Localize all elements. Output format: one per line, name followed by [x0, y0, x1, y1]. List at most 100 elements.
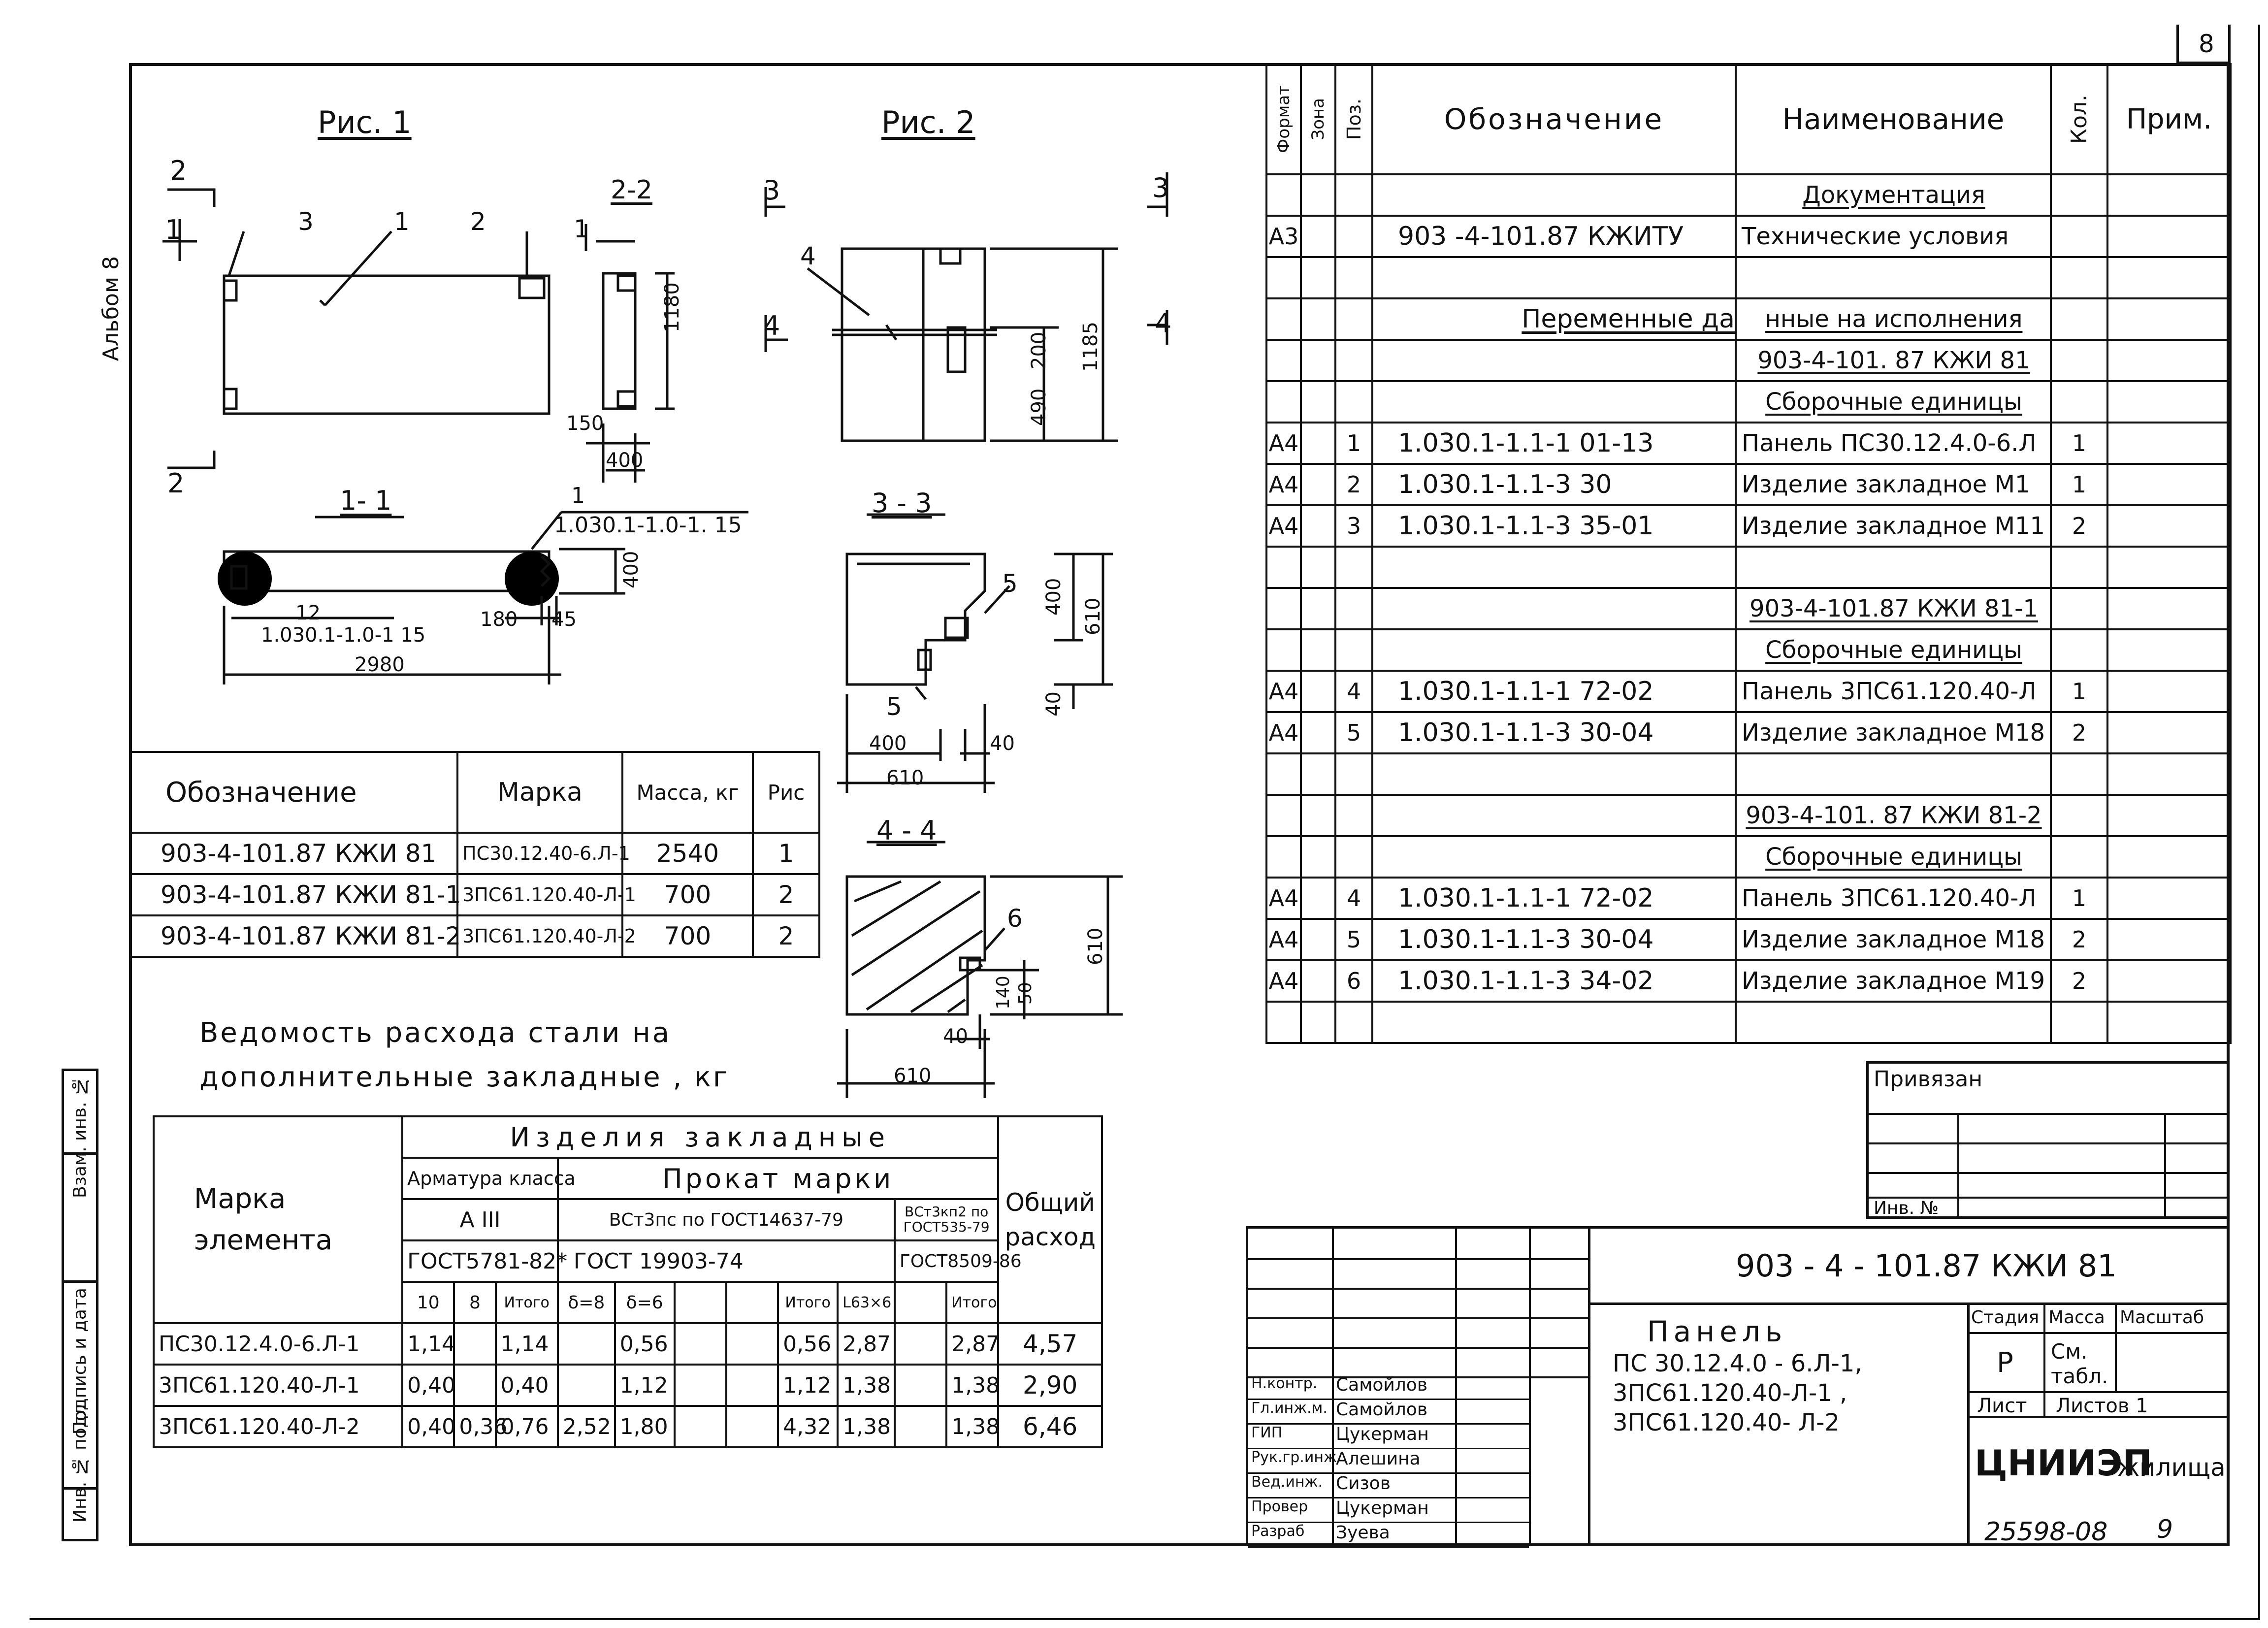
spec-cell-kol: 2	[2050, 711, 2108, 754]
title-stadiya: Р	[1997, 1347, 2013, 1379]
steel-cell: 1,12	[614, 1364, 676, 1407]
steel-h-itogo2: Итого	[777, 1281, 839, 1324]
signature-role: Провер	[1251, 1498, 1308, 1515]
spec-cell-format	[1265, 794, 1302, 837]
table-row: 3ПС61.120.40-Л-2 0,40 0,36 0,76 2,52 1,8…	[152, 1405, 1103, 1448]
spec-cell-format: А4	[1265, 422, 1302, 465]
spec-h-name: Наименование	[1735, 63, 2052, 175]
marks-table: Обозначение Марка Масса, кг Рис 903-4-10…	[129, 751, 820, 958]
privyazan-block: Привязан Инв. №	[1866, 1061, 2230, 1219]
fig2-dim-610: 610	[1082, 597, 1104, 635]
spec-cell-zone	[1300, 752, 1336, 796]
steel-h-empty	[893, 1281, 948, 1324]
fig1-section-11: 1- 1	[340, 485, 392, 516]
spec-cell-name: 903-4-101. 87 КЖИ 81	[1735, 339, 2052, 382]
spec-cell-pos: 4	[1334, 877, 1373, 920]
spec-cell-kol	[2050, 380, 2108, 423]
fig1-dim-1180: 1180	[661, 282, 683, 332]
spec-cell-pos	[1334, 587, 1373, 630]
table-row: 903-4-101. 87 КЖИ 81-2	[1265, 794, 2232, 837]
steel-cell: 2,52	[556, 1405, 616, 1448]
spec-cell-kol: 1	[2050, 422, 2108, 465]
fig2-dim-40: 40	[1042, 691, 1065, 716]
spec-cell-pos: 1	[1334, 422, 1373, 465]
fig2-dim-610b: 610	[886, 767, 924, 789]
steel-h-arm: Арматура класса	[401, 1157, 576, 1200]
fig1-title: Рис. 1	[318, 104, 412, 140]
spec-cell-prim	[2106, 1001, 2232, 1044]
signature-name: Самойлов	[1336, 1375, 1428, 1395]
spec-cell-oboz	[1371, 173, 1737, 217]
spec-cell-kol	[2050, 256, 2108, 299]
fig1-pos-2: 2	[470, 207, 486, 236]
steel-h-prokat: Прокат марки	[556, 1157, 1000, 1200]
signature-role: Разраб	[1251, 1523, 1305, 1540]
spec-cell-prim	[2106, 256, 2232, 299]
steel-h-a3: А III	[401, 1198, 559, 1241]
marks-h-ris: Рис	[752, 751, 820, 834]
spec-cell-kol: 1	[2050, 877, 2108, 920]
steel-cell	[673, 1364, 727, 1407]
spec-cell-pos	[1334, 339, 1373, 382]
steel-h-empty	[725, 1281, 779, 1324]
title-listov: Листов 1	[2056, 1395, 2148, 1417]
spec-cell-name: Технические условия	[1735, 215, 2052, 258]
table-row: 903-4-101.87 КЖИ 81 ПС30.12.40-6.Л-1 254…	[129, 832, 820, 875]
steel-h-itogo3: Итого	[945, 1281, 1000, 1324]
table-row: 903-4-101. 87 КЖИ 81	[1265, 339, 2232, 382]
spec-cell-oboz: 903 -4-101.87 КЖИТУ	[1371, 215, 1737, 258]
privyazan-inv: Инв. №	[1874, 1198, 1939, 1218]
fig2-pos-4: 4	[800, 242, 816, 270]
spec-cell-oboz	[1371, 587, 1737, 630]
spec-cell-zone	[1300, 711, 1336, 754]
spec-cell-kol	[2050, 1001, 2108, 1044]
steel-cell: 0,40	[401, 1364, 455, 1407]
table-row: Документация	[1265, 173, 2232, 217]
spec-cell-name: Изделие закладное М19	[1735, 959, 2052, 1003]
steel-cell: 0,40	[401, 1405, 455, 1448]
spec-cell-kol	[2050, 215, 2108, 258]
spec-cell-pos	[1334, 794, 1373, 837]
spec-cell-name: Панель ПС30.12.4.0-6.Л	[1735, 422, 2052, 465]
steel-cell: 1,38	[945, 1405, 1000, 1448]
marks-cell: 2540	[621, 832, 754, 875]
spec-cell-pos	[1334, 256, 1373, 299]
steel-title-2: дополнительные закладные , кг	[199, 1061, 730, 1093]
spec-cell-format: А4	[1265, 504, 1302, 548]
steel-h-vst3kp2: ВСт3кп2 по ГОСТ535-79	[893, 1198, 1000, 1241]
spec-cell-pos	[1334, 215, 1373, 258]
spec-cell-prim	[2106, 422, 2232, 465]
spec-cell-oboz	[1371, 1001, 1737, 1044]
spec-cell-oboz: 1.030.1-1.1-3 34-02	[1371, 959, 1737, 1003]
marks-cell: 700	[621, 873, 754, 916]
spec-cell-zone	[1300, 959, 1336, 1003]
spec-cell-format	[1265, 546, 1302, 589]
spec-cell-kol	[2050, 339, 2108, 382]
fig2-dim-400: 400	[1042, 578, 1065, 616]
spec-cell-kol	[2050, 752, 2108, 796]
fig2-pos-6: 6	[1007, 904, 1023, 933]
fig2-dim-610c: 610	[1084, 927, 1107, 965]
steel-cell	[673, 1405, 727, 1448]
title-masshtab-h: Масштаб	[2120, 1307, 2204, 1328]
spec-cell-name: 903-4-101. 87 КЖИ 81-2	[1735, 794, 2052, 837]
fig1-sec-2-top: 2	[170, 155, 187, 186]
fig1-dim-400b: 400	[620, 551, 643, 588]
spec-cell-format	[1265, 256, 1302, 299]
spec-cell-format: А3	[1265, 215, 1302, 258]
table-row: 903-4-101.87 КЖИ 81-1	[1265, 587, 2232, 630]
spec-cell-pos	[1334, 1001, 1373, 1044]
steel-cell	[893, 1364, 948, 1407]
table-row: ПС30.12.4.0-6.Л-1 1,14 1,14 0,56 0,56 2,…	[152, 1322, 1103, 1366]
steel-h-itogo1: Итого	[494, 1281, 559, 1324]
spec-h-format-text: Формат	[1274, 85, 1294, 153]
title-list: Лист	[1977, 1395, 2027, 1417]
spec-cell-pos	[1334, 173, 1373, 217]
spec-h-prim: Прим.	[2106, 63, 2232, 175]
fig2-dim-490: 490	[1028, 388, 1050, 426]
title-name-line1: ПС 30.12.4.0 - 6.Л-1,	[1613, 1350, 1862, 1377]
steel-cell	[453, 1322, 497, 1366]
